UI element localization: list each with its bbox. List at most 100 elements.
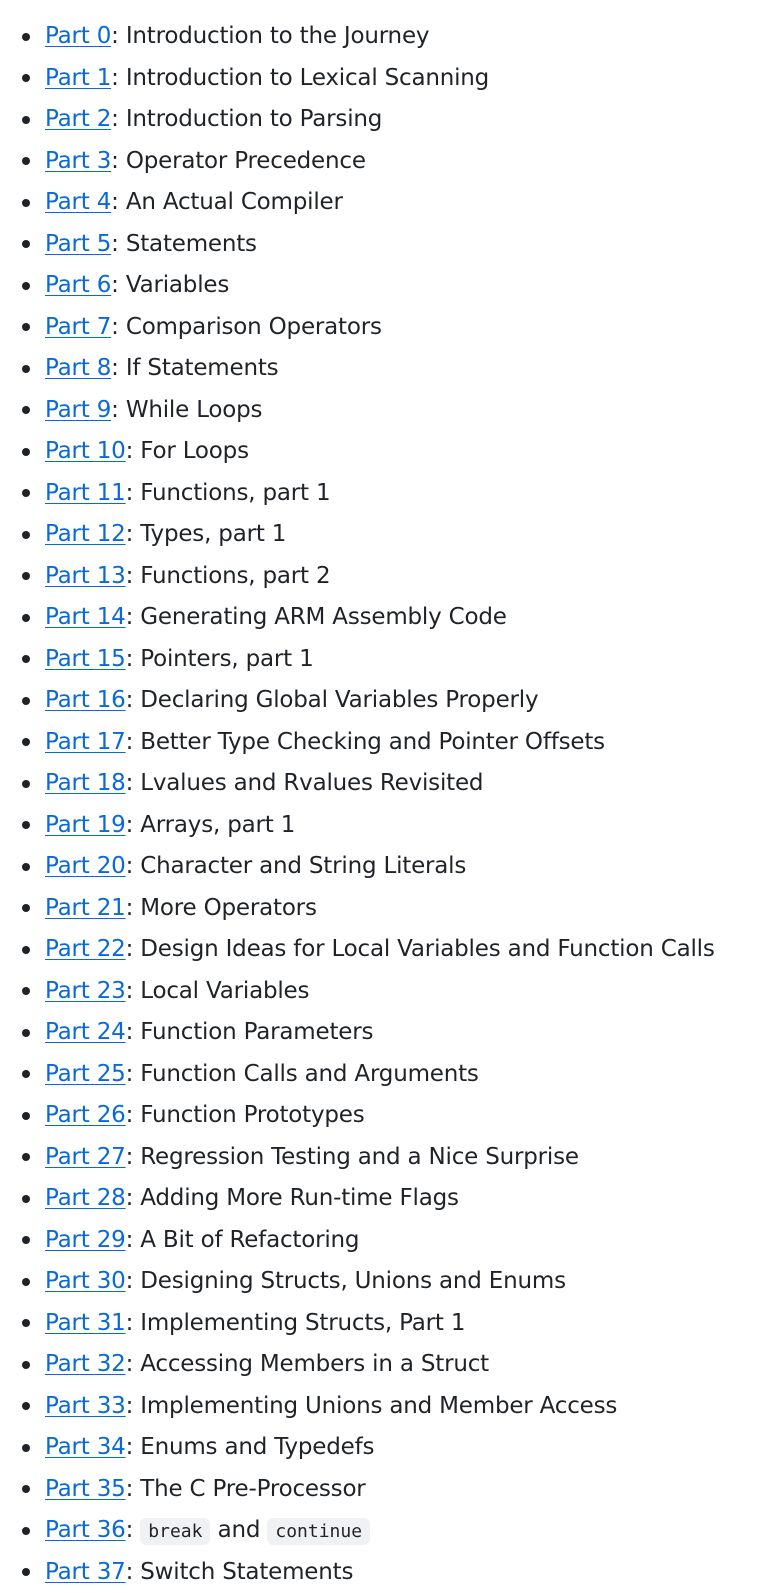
part-link[interactable]: Part 32 bbox=[45, 1351, 126, 1377]
bullet bbox=[22, 323, 30, 331]
part-title: Types, part 1 bbox=[140, 521, 286, 547]
part-link[interactable]: Part 0 bbox=[45, 23, 111, 49]
bullet bbox=[22, 1070, 30, 1078]
separator: : bbox=[111, 355, 126, 381]
part-link[interactable]: Part 4 bbox=[45, 189, 111, 215]
list-item: Part 8: If Statements bbox=[0, 348, 761, 390]
part-link[interactable]: Part 30 bbox=[45, 1268, 126, 1294]
part-link[interactable]: Part 20 bbox=[45, 853, 126, 879]
bullet bbox=[22, 655, 30, 663]
part-link[interactable]: Part 36 bbox=[45, 1517, 126, 1543]
bullet bbox=[22, 282, 30, 290]
part-title: More Operators bbox=[140, 895, 316, 921]
continue-code: continue bbox=[267, 1518, 370, 1545]
part-link[interactable]: Part 3 bbox=[45, 148, 111, 174]
bullet bbox=[22, 1402, 30, 1410]
part-link[interactable]: Part 7 bbox=[45, 314, 111, 340]
part-link[interactable]: Part 5 bbox=[45, 231, 111, 257]
part-link[interactable]: Part 11 bbox=[45, 480, 126, 506]
part-title: Declaring Global Variables Properly bbox=[140, 687, 538, 713]
part-title: Implementing Structs, Part 1 bbox=[140, 1310, 465, 1336]
list-item: Part 13: Functions, part 2 bbox=[0, 556, 761, 598]
part-link[interactable]: Part 24 bbox=[45, 1019, 126, 1045]
part-link[interactable]: Part 25 bbox=[45, 1061, 126, 1087]
bullet bbox=[22, 1527, 30, 1535]
bullet bbox=[22, 33, 30, 41]
part-link[interactable]: Part 6 bbox=[45, 272, 111, 298]
list-item: Part 16: Declaring Global Variables Prop… bbox=[0, 680, 761, 722]
part-link[interactable]: Part 28 bbox=[45, 1185, 126, 1211]
bullet bbox=[22, 531, 30, 539]
part-title: Function Calls and Arguments bbox=[140, 1061, 478, 1087]
list-item: Part 19: Arrays, part 1 bbox=[0, 805, 761, 847]
part-link[interactable]: Part 8 bbox=[45, 355, 111, 381]
part-link[interactable]: Part 29 bbox=[45, 1227, 126, 1253]
bullet bbox=[22, 1485, 30, 1493]
part-link[interactable]: Part 13 bbox=[45, 563, 126, 589]
separator: : bbox=[111, 397, 126, 423]
part-link[interactable]: Part 34 bbox=[45, 1434, 126, 1460]
part-link[interactable]: Part 23 bbox=[45, 978, 126, 1004]
bullet bbox=[22, 74, 30, 82]
part-title: Function Prototypes bbox=[140, 1102, 364, 1128]
bullet bbox=[22, 406, 30, 414]
part-title: Operator Precedence bbox=[126, 148, 366, 174]
bullet bbox=[22, 240, 30, 248]
part-link[interactable]: Part 18 bbox=[45, 770, 126, 796]
bullet bbox=[22, 157, 30, 165]
part-link[interactable]: Part 22 bbox=[45, 936, 126, 962]
list-item: Part 32: Accessing Members in a Struct bbox=[0, 1344, 761, 1386]
separator: : bbox=[126, 646, 141, 672]
part-link[interactable]: Part 21 bbox=[45, 895, 126, 921]
separator: : bbox=[126, 1227, 141, 1253]
separator: : bbox=[126, 687, 141, 713]
separator: : bbox=[126, 853, 141, 879]
bullet bbox=[22, 1278, 30, 1286]
list-item: Part 37: Switch Statements bbox=[0, 1552, 761, 1593]
bullet bbox=[22, 1029, 30, 1037]
part-link[interactable]: Part 33 bbox=[45, 1393, 126, 1419]
list-item: Part 7: Comparison Operators bbox=[0, 307, 761, 349]
part-title: Accessing Members in a Struct bbox=[140, 1351, 489, 1377]
list-item: Part 9: While Loops bbox=[0, 390, 761, 432]
separator: : bbox=[126, 521, 141, 547]
list-item: Part 6: Variables bbox=[0, 265, 761, 307]
separator: : bbox=[126, 1476, 141, 1502]
bullet bbox=[22, 199, 30, 207]
list-item: Part 17: Better Type Checking and Pointe… bbox=[0, 722, 761, 764]
part-link[interactable]: Part 27 bbox=[45, 1144, 126, 1170]
part-link[interactable]: Part 15 bbox=[45, 646, 126, 672]
part-title: Functions, part 2 bbox=[140, 563, 330, 589]
part-link[interactable]: Part 9 bbox=[45, 397, 111, 423]
bullet bbox=[22, 863, 30, 871]
part-link[interactable]: Part 1 bbox=[45, 65, 111, 91]
part-link[interactable]: Part 37 bbox=[45, 1559, 126, 1585]
bullet bbox=[22, 1319, 30, 1327]
part-title: Design Ideas for Local Variables and Fun… bbox=[140, 936, 714, 962]
part-link[interactable]: Part 26 bbox=[45, 1102, 126, 1128]
part-link[interactable]: Part 31 bbox=[45, 1310, 126, 1336]
part-link[interactable]: Part 19 bbox=[45, 812, 126, 838]
separator: : bbox=[126, 1019, 141, 1045]
part-link[interactable]: Part 14 bbox=[45, 604, 126, 630]
list-item: Part 4: An Actual Compiler bbox=[0, 182, 761, 224]
list-item: Part 33: Implementing Unions and Member … bbox=[0, 1386, 761, 1428]
part-link[interactable]: Part 12 bbox=[45, 521, 126, 547]
part-link[interactable]: Part 16 bbox=[45, 687, 126, 713]
separator: : bbox=[111, 148, 126, 174]
list-item: Part 18: Lvalues and Rvalues Revisited bbox=[0, 763, 761, 805]
part-title: While Loops bbox=[126, 397, 263, 423]
part-title: If Statements bbox=[126, 355, 279, 381]
bullet bbox=[22, 365, 30, 373]
separator: : bbox=[126, 1310, 141, 1336]
part-link[interactable]: Part 10 bbox=[45, 438, 126, 464]
bullet bbox=[22, 116, 30, 124]
list-item: Part 11: Functions, part 1 bbox=[0, 473, 761, 515]
part-link[interactable]: Part 17 bbox=[45, 729, 126, 755]
list-item: Part 3: Operator Precedence bbox=[0, 141, 761, 183]
separator: : bbox=[126, 1061, 141, 1087]
bullet bbox=[22, 1153, 30, 1161]
part-link[interactable]: Part 35 bbox=[45, 1476, 126, 1502]
part-link[interactable]: Part 2 bbox=[45, 106, 111, 132]
bullet bbox=[22, 572, 30, 580]
